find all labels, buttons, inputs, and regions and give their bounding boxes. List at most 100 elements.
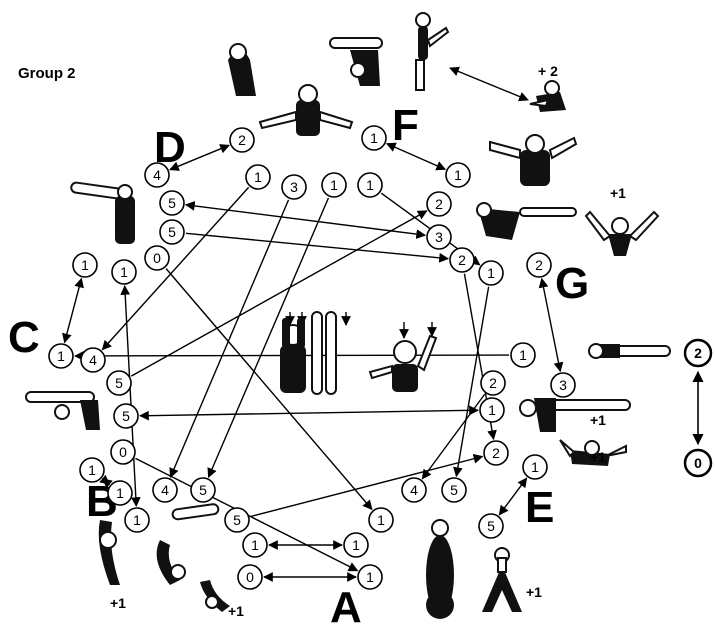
node-39: 1 <box>522 454 548 480</box>
node-27: 1 <box>124 507 150 533</box>
node-34: 1 <box>343 532 369 558</box>
node-value: 4 <box>161 482 169 498</box>
node-20: 1 <box>48 343 74 369</box>
figures-layer <box>25 12 671 619</box>
node-value: 1 <box>120 264 128 280</box>
node-26: 1 <box>107 480 133 506</box>
node-circle <box>510 342 536 368</box>
node-value: 1 <box>251 537 259 553</box>
node-0: 2 <box>229 127 255 153</box>
node-value: 5 <box>168 195 176 211</box>
edge-2 <box>184 201 427 239</box>
center-figure-arms-up <box>368 334 438 392</box>
node-6: 3 <box>281 174 307 200</box>
node-40: 2 <box>483 440 509 466</box>
node-42: 3 <box>550 372 576 398</box>
node-circle <box>479 397 505 423</box>
node-circle <box>245 164 271 190</box>
diagram-title: Group 2 <box>18 65 76 82</box>
node-value: 1 <box>377 512 385 528</box>
edge-22 <box>421 393 486 480</box>
node-value: 1 <box>366 569 374 585</box>
node-circle <box>478 260 504 286</box>
node-7: 1 <box>321 172 347 198</box>
node-circle <box>368 507 394 533</box>
node-circle <box>110 439 136 465</box>
node-circle <box>159 190 185 216</box>
edge-7 <box>538 277 564 373</box>
scale-top-value: 2 <box>694 345 702 361</box>
node-4: 0 <box>144 245 170 271</box>
node-2: 5 <box>159 190 185 216</box>
node-circle <box>242 532 268 558</box>
node-value: 5 <box>233 512 241 528</box>
node-circle <box>426 191 452 217</box>
figure-f-2 <box>489 134 578 186</box>
node-30: 5 <box>224 507 250 533</box>
node-circle <box>522 454 548 480</box>
node-value: 2 <box>238 132 246 148</box>
node-circle <box>445 162 471 188</box>
node-41: 2 <box>526 252 552 278</box>
figure-b-3 <box>200 580 230 612</box>
node-37: 5 <box>441 477 467 503</box>
figure-g-2 <box>584 210 660 256</box>
node-24: 0 <box>110 439 136 465</box>
node-19: 1 <box>111 259 137 285</box>
node-13: 2 <box>449 247 475 273</box>
node-value: 1 <box>81 257 89 273</box>
node-circle <box>449 247 475 273</box>
node-value: 1 <box>531 459 539 475</box>
node-value: 2 <box>435 196 443 212</box>
bonus-label-b-2: +1 <box>228 603 244 619</box>
group-label-g: G <box>555 259 589 308</box>
figure-b-2 <box>156 503 220 585</box>
node-14: 1 <box>478 260 504 286</box>
node-circle <box>144 162 170 188</box>
node-value: 2 <box>492 445 500 461</box>
node-value: 1 <box>487 265 495 281</box>
node-32: 0 <box>237 564 263 590</box>
edge-9 <box>139 405 479 421</box>
node-11: 2 <box>426 191 452 217</box>
node-circle <box>343 532 369 558</box>
node-5: 1 <box>245 164 271 190</box>
node-21: 4 <box>80 347 106 373</box>
figure-d-3 <box>329 37 383 86</box>
edge-3 <box>62 277 84 344</box>
edge-0 <box>169 144 230 171</box>
edge-21 <box>250 453 484 518</box>
node-value: 5 <box>450 482 458 498</box>
edge-14 <box>101 186 250 351</box>
node-circle <box>526 252 552 278</box>
node-value: 5 <box>199 482 207 498</box>
node-value: 1 <box>116 485 124 501</box>
node-12: 3 <box>426 224 452 250</box>
node-value: 4 <box>410 482 418 498</box>
node-circle <box>107 480 133 506</box>
node-circle <box>321 172 347 198</box>
edge-18 <box>453 286 490 478</box>
group-label-c: C <box>8 313 40 362</box>
node-38: 5 <box>478 513 504 539</box>
node-28: 4 <box>152 477 178 503</box>
node-circle <box>111 259 137 285</box>
figure-d-1 <box>70 181 135 244</box>
figure-g-3 <box>588 343 671 359</box>
node-circle <box>441 477 467 503</box>
node-value: 0 <box>153 250 161 266</box>
node-9: 1 <box>361 125 387 151</box>
extra-arrow-0 <box>449 66 529 102</box>
node-value: 4 <box>153 167 161 183</box>
figure-d-2 <box>228 43 256 96</box>
node-circle <box>478 513 504 539</box>
node-18: 1 <box>72 252 98 278</box>
node-circle <box>190 477 216 503</box>
node-value: 1 <box>352 537 360 553</box>
node-circle <box>124 507 150 533</box>
edge-1 <box>385 142 447 171</box>
node-value: 3 <box>559 377 567 393</box>
figure-a-2 <box>482 547 522 612</box>
node-circle <box>224 507 250 533</box>
